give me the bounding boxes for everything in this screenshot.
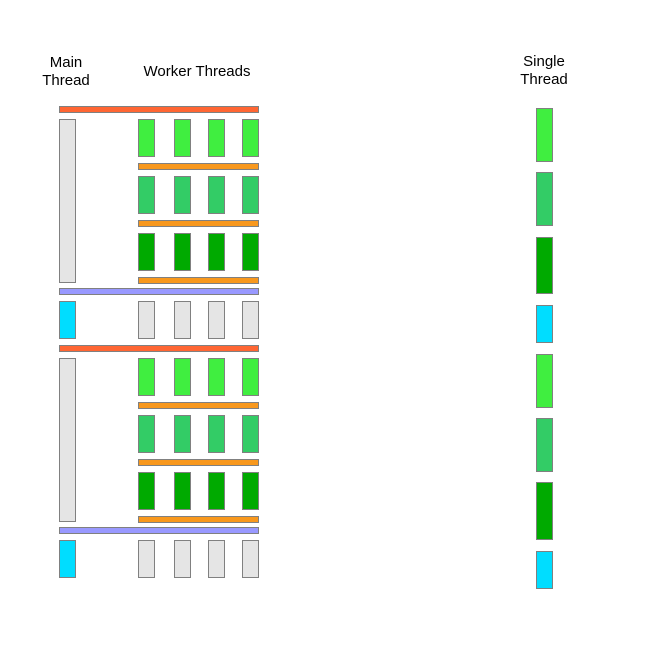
single-thread-phase-2-block	[536, 418, 553, 472]
worker-4-phase-3-block	[242, 233, 259, 271]
phase-sync-bar	[138, 277, 259, 284]
worker-4-idle-block	[242, 540, 259, 578]
sync-start-bar	[59, 106, 259, 113]
worker-3-idle-block	[208, 301, 225, 339]
single-thread-main-work-block	[536, 305, 553, 343]
worker-4-phase-1-block	[242, 119, 259, 157]
worker-1-phase-3-block	[138, 233, 155, 271]
single-thread-phase-2-block	[536, 172, 553, 226]
sync-end-bar	[59, 288, 259, 295]
worker-4-idle-block	[242, 301, 259, 339]
phase-sync-bar	[138, 163, 259, 170]
worker-3-phase-1-block	[208, 358, 225, 396]
worker-2-phase-1-block	[174, 358, 191, 396]
worker-3-phase-2-block	[208, 415, 225, 453]
phase-sync-bar	[138, 516, 259, 523]
sync-end-bar	[59, 527, 259, 534]
worker-2-phase-3-block	[174, 233, 191, 271]
worker-3-phase-2-block	[208, 176, 225, 214]
worker-1-phase-3-block	[138, 472, 155, 510]
worker-1-phase-1-block	[138, 119, 155, 157]
worker-1-phase-2-block	[138, 176, 155, 214]
single-thread-phase-1-block	[536, 108, 553, 162]
worker-4-phase-2-block	[242, 415, 259, 453]
worker-2-idle-block	[174, 540, 191, 578]
main-thread-label: Main Thread	[42, 54, 90, 89]
worker-2-phase-1-block	[174, 119, 191, 157]
main-thread-wait-block	[59, 119, 76, 283]
worker-3-idle-block	[208, 540, 225, 578]
worker-4-phase-2-block	[242, 176, 259, 214]
worker-1-phase-1-block	[138, 358, 155, 396]
sync-start-bar	[59, 345, 259, 352]
main-thread-work-block	[59, 540, 76, 578]
single-thread-main-work-block	[536, 551, 553, 589]
phase-sync-bar	[138, 402, 259, 409]
worker-3-phase-3-block	[208, 472, 225, 510]
worker-2-idle-block	[174, 301, 191, 339]
worker-2-phase-2-block	[174, 176, 191, 214]
worker-2-phase-2-block	[174, 415, 191, 453]
single-thread-phase-3-block	[536, 482, 553, 540]
worker-4-phase-1-block	[242, 358, 259, 396]
phase-sync-bar	[138, 459, 259, 466]
single-thread-phase-1-block	[536, 354, 553, 408]
main-thread-work-block	[59, 301, 76, 339]
single-thread-phase-3-block	[536, 237, 553, 294]
single-thread-label: Single Thread	[520, 53, 568, 88]
worker-2-phase-3-block	[174, 472, 191, 510]
worker-4-phase-3-block	[242, 472, 259, 510]
main-thread-wait-block	[59, 358, 76, 522]
worker-threads-label: Worker Threads	[143, 63, 251, 80]
worker-3-phase-1-block	[208, 119, 225, 157]
worker-3-phase-3-block	[208, 233, 225, 271]
worker-1-phase-2-block	[138, 415, 155, 453]
worker-1-idle-block	[138, 301, 155, 339]
worker-1-idle-block	[138, 540, 155, 578]
phase-sync-bar	[138, 220, 259, 227]
